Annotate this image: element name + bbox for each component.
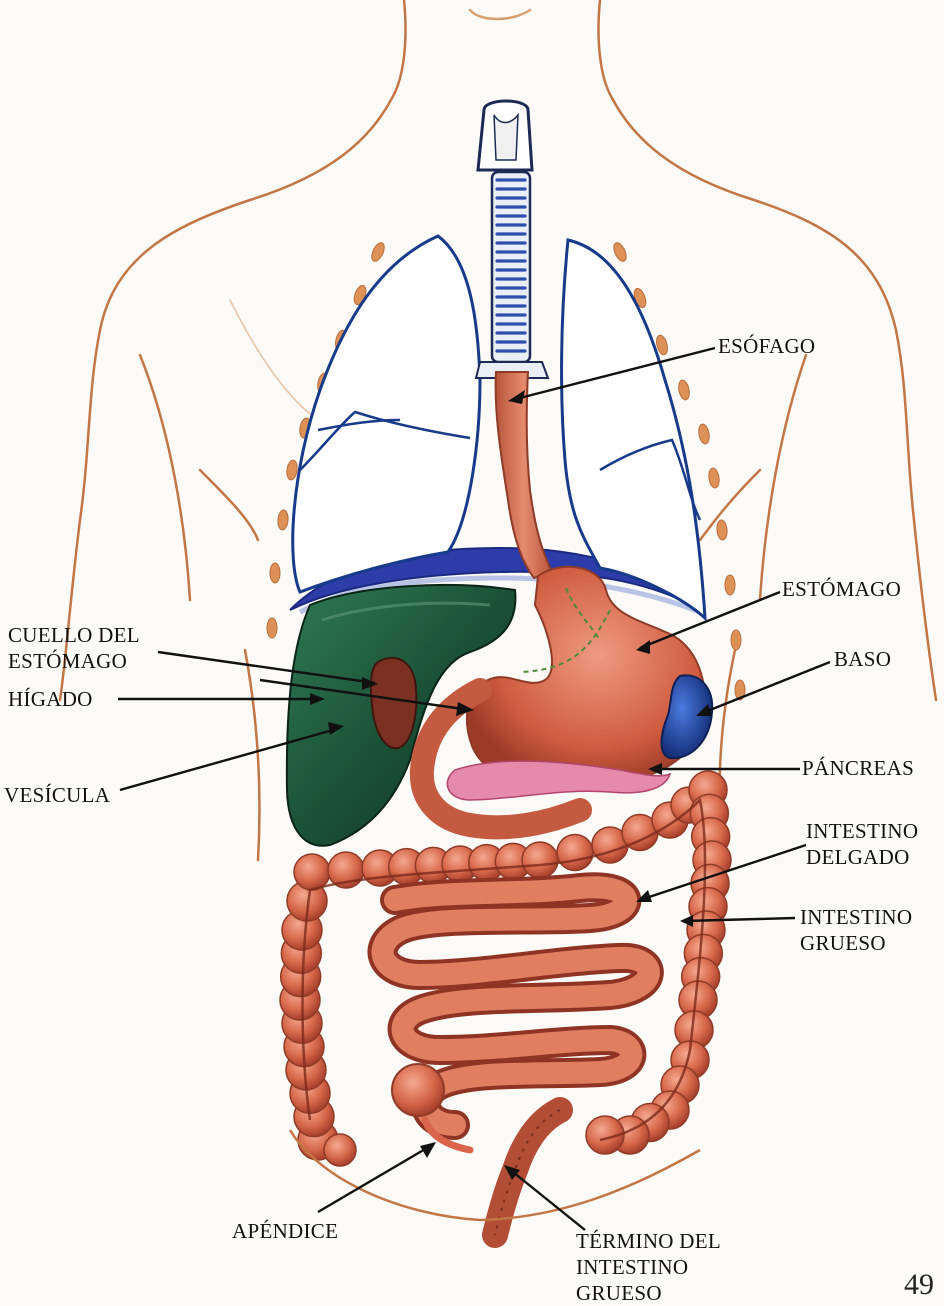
label-vesicula: VESÍCULA bbox=[4, 782, 110, 808]
label-higado: HÍGADO bbox=[8, 686, 93, 712]
label-termino-line3: GRUESO bbox=[576, 1280, 662, 1306]
label-grueso-line1: INTESTINO bbox=[800, 904, 912, 930]
left-lung bbox=[293, 236, 480, 592]
cecum bbox=[392, 1064, 444, 1116]
label-termino-line2: INTESTINO bbox=[576, 1254, 688, 1280]
label-estomago: ESTÓMAGO bbox=[782, 576, 901, 602]
page-number: 49 bbox=[904, 1268, 934, 1302]
label-apendice: APÉNDICE bbox=[232, 1218, 338, 1244]
label-termino-line1: TÉRMINO DEL bbox=[576, 1228, 721, 1254]
label-cuello-line1: CUELLO DEL bbox=[8, 622, 140, 648]
label-baso: BASO bbox=[834, 646, 891, 672]
label-pancreas: PÁNCREAS bbox=[802, 755, 914, 781]
label-esofago: ESÓFAGO bbox=[718, 333, 815, 359]
trachea bbox=[476, 101, 548, 378]
label-grueso-line2: GRUESO bbox=[800, 930, 886, 956]
label-delgado-line1: INTESTINO bbox=[806, 818, 918, 844]
label-cuello-line2: ESTÓMAGO bbox=[8, 648, 127, 674]
label-delgado-line2: DELGADO bbox=[806, 844, 910, 870]
